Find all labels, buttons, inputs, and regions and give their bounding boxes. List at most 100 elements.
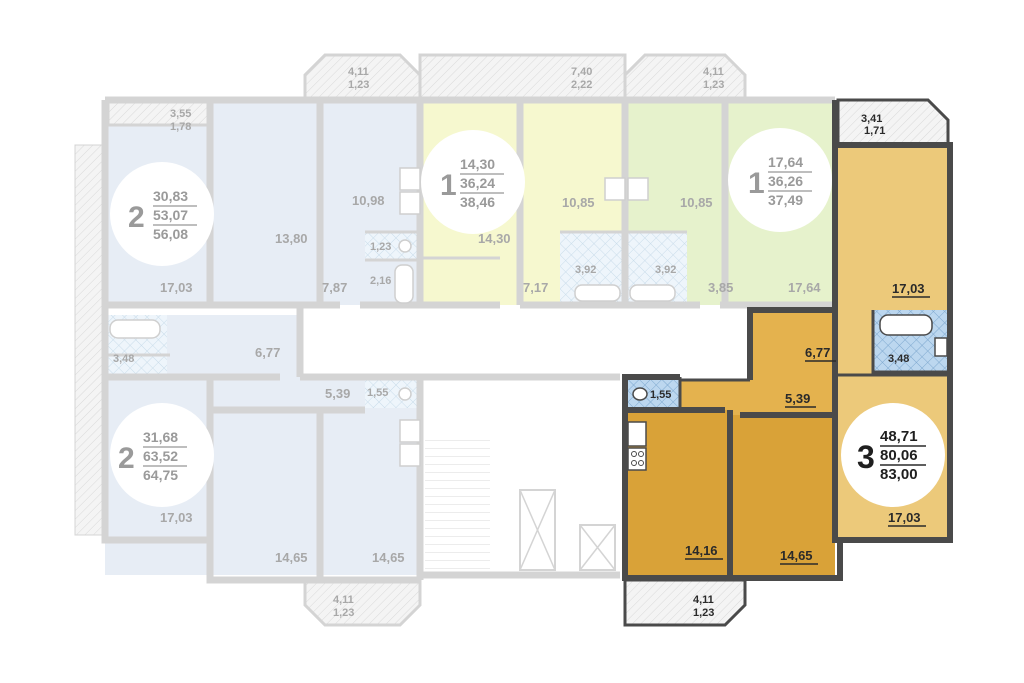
toilet-icon <box>398 239 412 253</box>
badge-rooms: 1 <box>440 169 457 202</box>
stove-icon <box>627 447 647 471</box>
toilet-icon <box>398 387 412 401</box>
room-area-label: 1,55 <box>367 387 388 399</box>
sink-icon <box>627 421 647 447</box>
room-fill <box>730 415 835 578</box>
room-area-label: 14,65 <box>372 550 405 565</box>
room-area-label: 17,03 <box>888 510 921 525</box>
stove-icon <box>399 167 421 191</box>
balcony-area: 4,11 <box>333 594 354 606</box>
badge-apt-3-highlighted: 3 48,71 80,06 83,00 <box>841 403 945 507</box>
highlighted-apartment[interactable]: 17,03 6,77 3,48 1,55 5,39 14,16 14,65 17… <box>622 98 953 627</box>
room-area-label: 14,30 <box>478 231 511 246</box>
balcony-faded <box>303 576 422 627</box>
room-area-label: 17,03 <box>160 510 193 525</box>
balcony-faded <box>106 98 212 127</box>
badge-circle <box>110 403 214 507</box>
balcony-area: 7,40 <box>571 66 592 78</box>
balcony-ratio: 1,71 <box>864 125 885 137</box>
badge-circle <box>110 162 214 266</box>
balcony-highlighted <box>836 98 950 147</box>
balcony-area: 3,41 <box>861 113 882 125</box>
room-area-label: 3,85 <box>708 280 733 295</box>
badge-rooms: 3 <box>857 439 875 475</box>
balcony-highlighted <box>623 578 747 627</box>
room-area-label: 1,23 <box>370 241 391 253</box>
room-area-label: 6,77 <box>805 345 830 360</box>
room-area-label: 10,98 <box>352 193 385 208</box>
badge-full: 37,49 <box>768 192 803 208</box>
room-area-label: 2,16 <box>370 275 391 287</box>
badge-circle <box>421 130 525 234</box>
balcony-ratio: 1,23 <box>333 607 354 619</box>
bathtub-icon <box>879 314 933 336</box>
sink-icon <box>399 191 421 215</box>
room-area-label: 5,39 <box>785 391 810 406</box>
badge-living: 17,64 <box>768 154 803 170</box>
faded-balcony-labels: 3,55 1,78 4,11 1,23 7,40 2,22 4,11 1,23 … <box>170 66 724 619</box>
badge-full: 83,00 <box>880 466 918 483</box>
sink-icon <box>399 443 421 467</box>
stove-icon <box>604 177 626 201</box>
room-area-label: 14,16 <box>685 543 718 558</box>
room-area-label: 3,48 <box>888 353 909 365</box>
bathtub-icon <box>394 264 414 304</box>
balcony-area: 4,11 <box>703 66 724 78</box>
badge-apt-2-top-left: 2 30,83 53,07 56,08 <box>110 162 214 266</box>
room-area-label: 17,03 <box>892 281 925 296</box>
exterior-wall-hatch <box>74 144 104 536</box>
room-area-label: 17,03 <box>160 280 193 295</box>
balcony-area: 4,11 <box>348 66 369 78</box>
room-area-label: 13,80 <box>275 231 308 246</box>
badge-rooms: 2 <box>128 201 145 234</box>
balcony-area: 3,55 <box>170 108 191 120</box>
badge-apt-1-center-right: 1 17,64 36,26 37,49 <box>728 128 832 232</box>
faded-room-labels: 13,80 10,98 1,23 2,16 17,03 7,87 14,30 1… <box>113 193 821 565</box>
room-area-label: 10,85 <box>680 195 713 210</box>
bathtub-icon <box>629 284 676 302</box>
balcony-faded <box>418 53 627 102</box>
badge-total: 80,06 <box>880 447 918 464</box>
room-area-label: 3,48 <box>113 353 134 365</box>
badge-circle <box>728 128 832 232</box>
balcony-ratio: 1,78 <box>170 121 191 133</box>
toilet-icon <box>632 387 648 401</box>
bathtub-icon <box>109 319 161 339</box>
room-area-label: 6,77 <box>255 345 280 360</box>
stove-icon <box>399 419 421 443</box>
badge-rooms: 1 <box>748 167 765 200</box>
badge-full: 38,46 <box>460 194 495 210</box>
bathtub-icon <box>574 284 621 302</box>
balcony-ratio: 1,23 <box>703 79 724 91</box>
badge-living: 14,30 <box>460 156 495 172</box>
balcony-ratio: 1,23 <box>348 79 369 91</box>
badge-apt-2-bottom-left: 2 31,68 63,52 64,75 <box>110 403 214 507</box>
room-area-label: 17,64 <box>788 280 821 295</box>
balcony-area: 4,11 <box>693 594 714 606</box>
room-fill <box>835 145 950 305</box>
stairs <box>425 435 490 575</box>
room-area-label: 7,87 <box>322 280 347 295</box>
badge-total: 36,26 <box>768 173 803 189</box>
badge-total: 63,52 <box>143 448 178 464</box>
badge-total: 53,07 <box>153 207 188 223</box>
sink-icon <box>934 337 948 357</box>
room-area-label: 3,92 <box>575 264 596 276</box>
badge-total: 36,24 <box>460 175 495 191</box>
room-area-label: 7,17 <box>523 280 548 295</box>
badge-full: 56,08 <box>153 226 188 242</box>
corridor-fill <box>300 305 750 377</box>
room-area-label: 3,92 <box>655 264 676 276</box>
badge-full: 64,75 <box>143 467 178 483</box>
badge-living: 48,71 <box>880 428 918 445</box>
elevator <box>519 489 556 571</box>
room-fill <box>750 310 835 380</box>
room-area-label: 1,55 <box>650 389 671 401</box>
stove-icon <box>627 177 649 201</box>
badge-circle <box>841 403 945 507</box>
balcony-faded <box>623 53 747 102</box>
badge-apt-1-center-left: 1 14,30 36,24 38,46 <box>421 130 525 234</box>
room-area-label: 14,65 <box>275 550 308 565</box>
room-area-label: 10,85 <box>562 195 595 210</box>
